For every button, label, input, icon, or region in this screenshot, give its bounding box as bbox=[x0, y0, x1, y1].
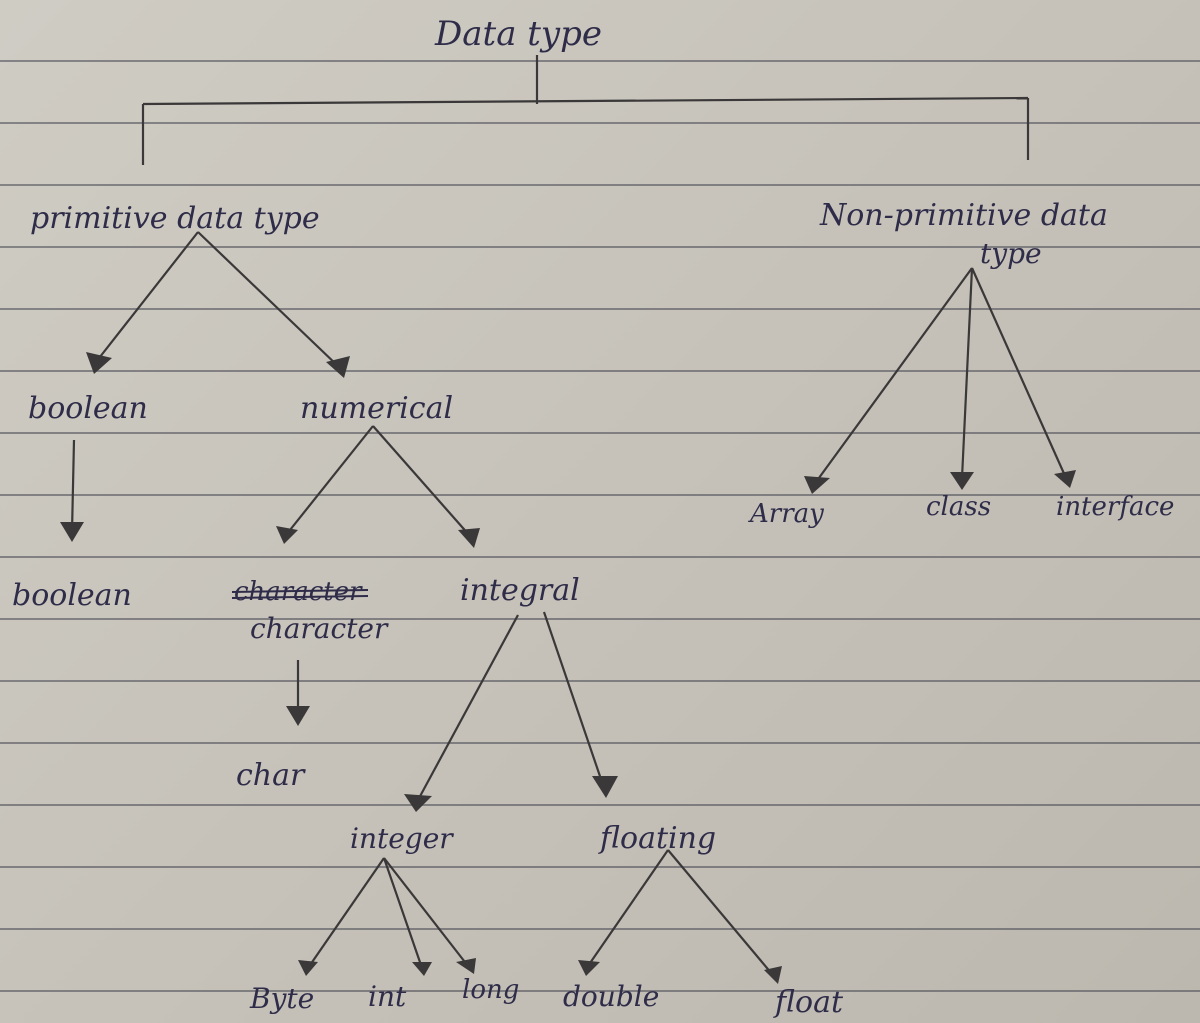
character-label: character bbox=[250, 612, 389, 645]
long-label: long bbox=[462, 975, 519, 1005]
double-label: double bbox=[563, 980, 659, 1013]
float-label: float bbox=[773, 985, 844, 1020]
edge-primitive-to-numerical bbox=[197, 231, 350, 378]
edge-nonprimitive-to-class bbox=[950, 267, 974, 490]
boolean-leaf-label: boolean bbox=[12, 578, 132, 613]
edge-integral-to-integer bbox=[404, 614, 519, 812]
edge-integer-to-long bbox=[383, 857, 476, 974]
class-label: class bbox=[926, 492, 991, 522]
primitive-data-type-label: primitive data type bbox=[30, 201, 320, 236]
edge-floating-to-double bbox=[578, 849, 669, 976]
char-label: char bbox=[236, 758, 306, 793]
struck-character-word: character bbox=[231, 577, 369, 607]
interface-label: interface bbox=[1056, 492, 1174, 522]
int-label: int bbox=[368, 980, 407, 1013]
edge-integer-to-int bbox=[382, 857, 432, 976]
non-primitive-type-label: type bbox=[980, 237, 1042, 270]
integer-label: integer bbox=[350, 822, 454, 855]
edge-numerical-to-character bbox=[276, 425, 374, 544]
byte-label: Byte bbox=[249, 982, 314, 1015]
root-bracket bbox=[141, 55, 1030, 165]
edge-primitive-to-boolean bbox=[86, 231, 199, 374]
floating-label: floating bbox=[598, 821, 716, 856]
edge-integral-to-floating bbox=[542, 611, 618, 798]
edge-character-to-char bbox=[286, 660, 310, 726]
boolean-group-label: boolean bbox=[28, 391, 148, 426]
edge-numerical-to-integral bbox=[372, 425, 480, 548]
numerical-label: numerical bbox=[300, 391, 453, 426]
non-primitive-data-type-label: Non-primitive data bbox=[819, 198, 1108, 233]
integral-label: integral bbox=[460, 573, 580, 608]
edge-boolean-to-boolean bbox=[60, 439, 84, 542]
root-node-label: Data type bbox=[434, 14, 602, 54]
edge-nonprimitive-to-array bbox=[804, 267, 973, 494]
edge-integer-to-byte bbox=[298, 857, 385, 976]
edge-nonprimitive-to-interface bbox=[970, 267, 1076, 488]
array-label: Array bbox=[748, 499, 824, 529]
edge-floating-to-float bbox=[667, 849, 782, 984]
